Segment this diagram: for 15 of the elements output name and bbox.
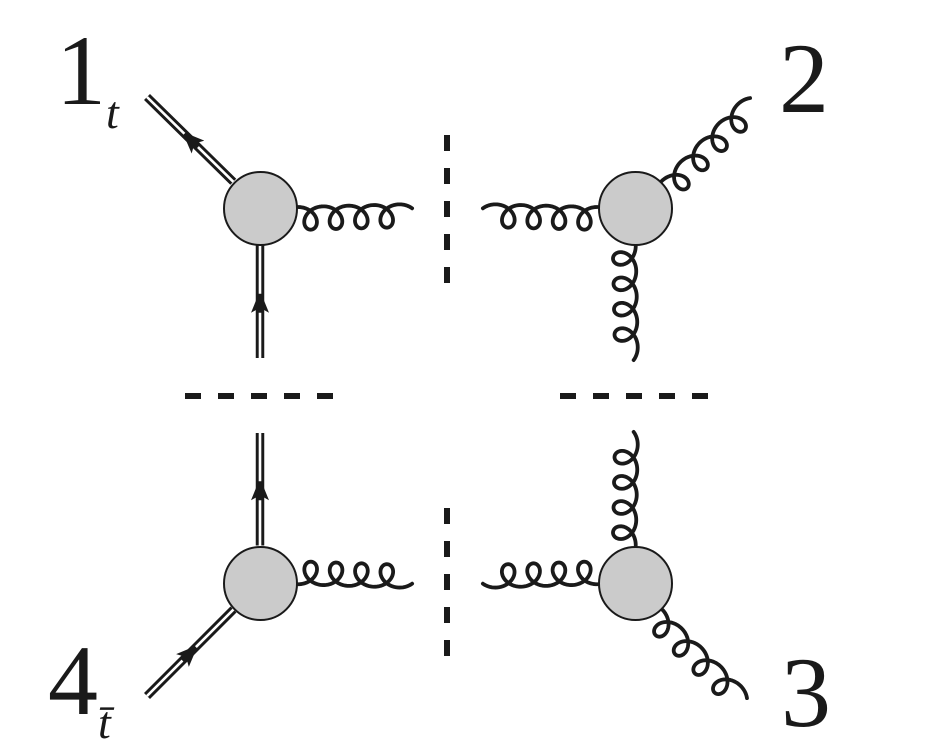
gluon-line xyxy=(296,560,414,590)
gluon-line xyxy=(611,244,640,362)
particle-label: 2 xyxy=(779,29,829,129)
double-line-arrow xyxy=(251,246,269,358)
particle-label: 1$_{t}$ xyxy=(56,21,119,136)
gluon-line xyxy=(480,560,600,590)
gluon-line xyxy=(660,96,752,192)
gluon-line xyxy=(611,430,640,548)
double-line-arrow xyxy=(251,433,269,546)
gluon-line xyxy=(652,607,749,700)
double-line-arrow xyxy=(144,94,236,185)
gluon-line xyxy=(481,202,600,232)
gluon-line xyxy=(296,202,414,232)
double-line-arrow xyxy=(144,606,236,699)
particle-label: 3 xyxy=(781,643,831,743)
